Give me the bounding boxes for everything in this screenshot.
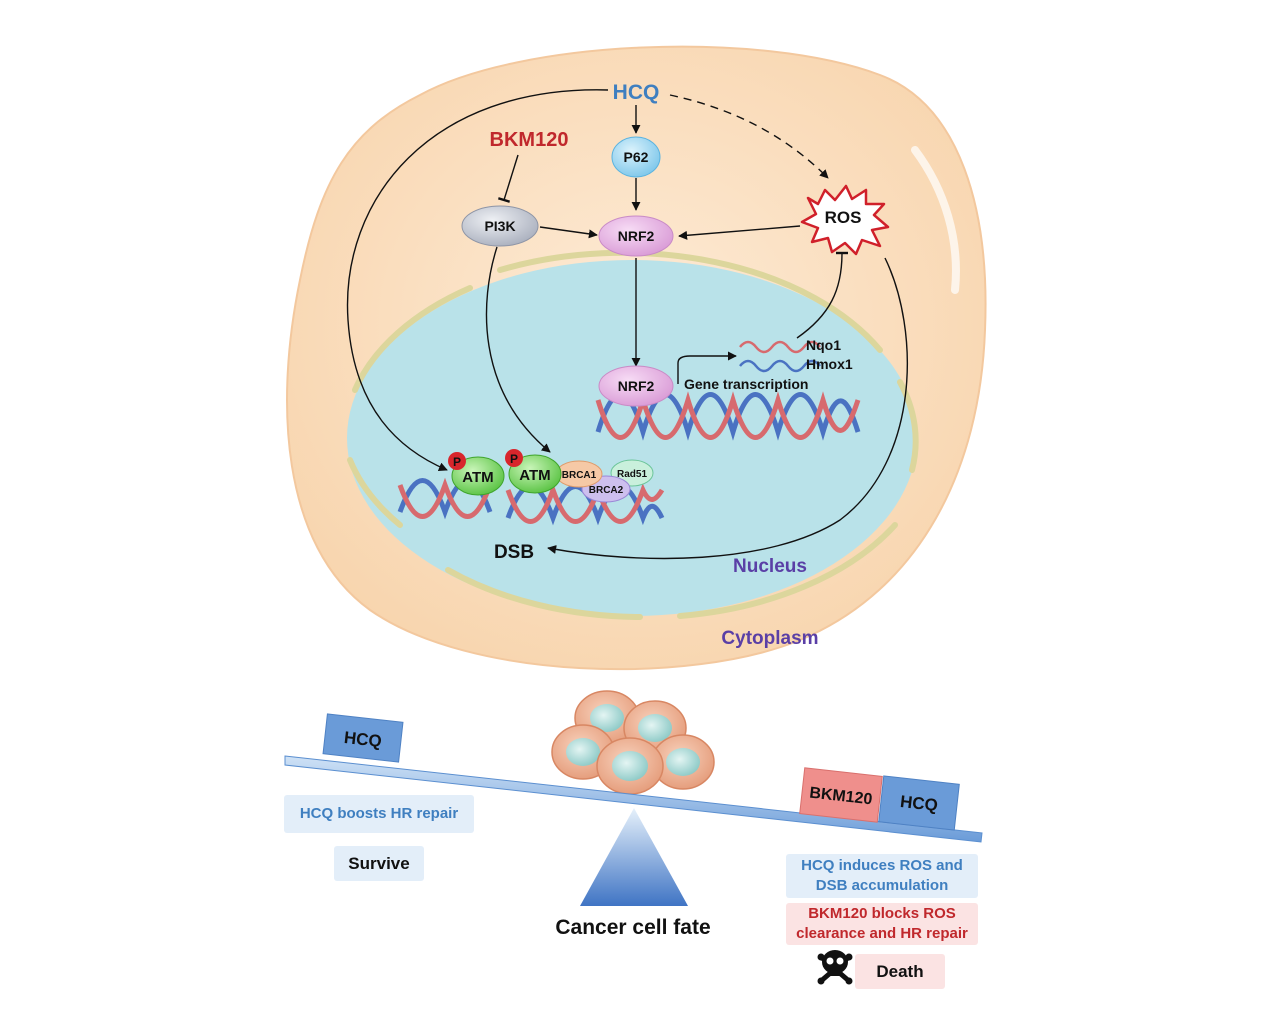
edge-bkm120-pi3k: [497, 154, 519, 203]
bkm120-drug-label: BKM120: [490, 129, 569, 151]
phospho-right-icon: [505, 449, 523, 467]
edge-ros-dsb: [547, 257, 909, 560]
hmox1-label: Hmox1: [806, 356, 853, 372]
nqo1-transcript: [739, 340, 821, 354]
edge-nqo1-ros: [796, 251, 849, 339]
pi3k-node: PI3K: [461, 205, 539, 247]
atm-right-node: ATM P: [505, 449, 562, 494]
nrf2-nuclear-node: NRF2: [598, 365, 674, 407]
nucleus: [347, 260, 917, 616]
brca2-label: BRCA2: [589, 485, 624, 496]
right-bkm120-block: BKM120: [799, 767, 883, 823]
nqo1-label: Nqo1: [806, 337, 841, 353]
edge-hcq-atm: [346, 89, 609, 471]
nuclear-envelope: [347, 249, 919, 620]
right-hcq-block: HCQ: [878, 775, 960, 831]
dsb-label: DSB: [494, 542, 534, 563]
hmox1-transcript: [739, 359, 821, 373]
phospho-left-icon: [448, 452, 466, 470]
p62-node: P62: [611, 136, 661, 178]
fulcrum: [580, 808, 688, 906]
left-note: HCQ boosts HR repair: [284, 795, 474, 833]
nrf2-nuclear-label: NRF2: [618, 378, 655, 394]
phospho-right-label: P: [510, 452, 518, 466]
edge-transcription: [677, 351, 737, 384]
rad51-label: Rad51: [617, 469, 647, 480]
pi3k-label: PI3K: [484, 218, 515, 234]
nrf2-label: NRF2: [618, 228, 655, 244]
phospho-left-label: P: [453, 455, 461, 469]
tumor-cell-cluster: [551, 690, 715, 795]
ros-burst: [800, 184, 890, 256]
p62-label: P62: [624, 149, 649, 165]
atm-left-label: ATM: [462, 469, 493, 486]
ros-node: ROS: [800, 184, 890, 256]
left-hcq-block: HCQ: [322, 713, 404, 763]
atm-right-label: ATM: [519, 467, 550, 484]
atm-left-node: ATM P: [448, 452, 505, 496]
right-hcq-label: HCQ: [899, 792, 939, 815]
fulcrum-label: Cancer cell fate: [555, 916, 710, 939]
brca1-label: BRCA1: [562, 470, 597, 481]
left-hcq-label: HCQ: [343, 728, 383, 751]
cell-highlight: [911, 146, 960, 294]
right-bkm120-label: BKM120: [809, 785, 874, 809]
edges: [346, 89, 909, 560]
gene-transcription-label: Gene transcription: [684, 376, 808, 392]
edge-pi3k-nrf2: [539, 226, 598, 239]
survive-outcome: Survive: [334, 846, 424, 881]
nrf2-node: NRF2: [598, 215, 674, 257]
cytoplasm-label: Cytoplasm: [721, 628, 818, 649]
right-note-2: BKM120 blocks ROS clearance and HR repai…: [786, 903, 978, 945]
nucleus-label: Nucleus: [733, 556, 807, 577]
death-outcome: Death: [855, 954, 945, 989]
hcq-drug-label: HCQ: [613, 81, 660, 104]
edge-hcq-ros: [669, 94, 829, 179]
edge-ros-nrf2: [678, 225, 801, 240]
balance-beam: [284, 755, 983, 843]
skull-crossbones-icon: [817, 950, 853, 985]
ros-label: ROS: [825, 208, 862, 227]
right-note-1: HCQ induces ROS and DSB accumulation: [786, 854, 978, 898]
edge-pi3k-atm: [485, 246, 551, 453]
